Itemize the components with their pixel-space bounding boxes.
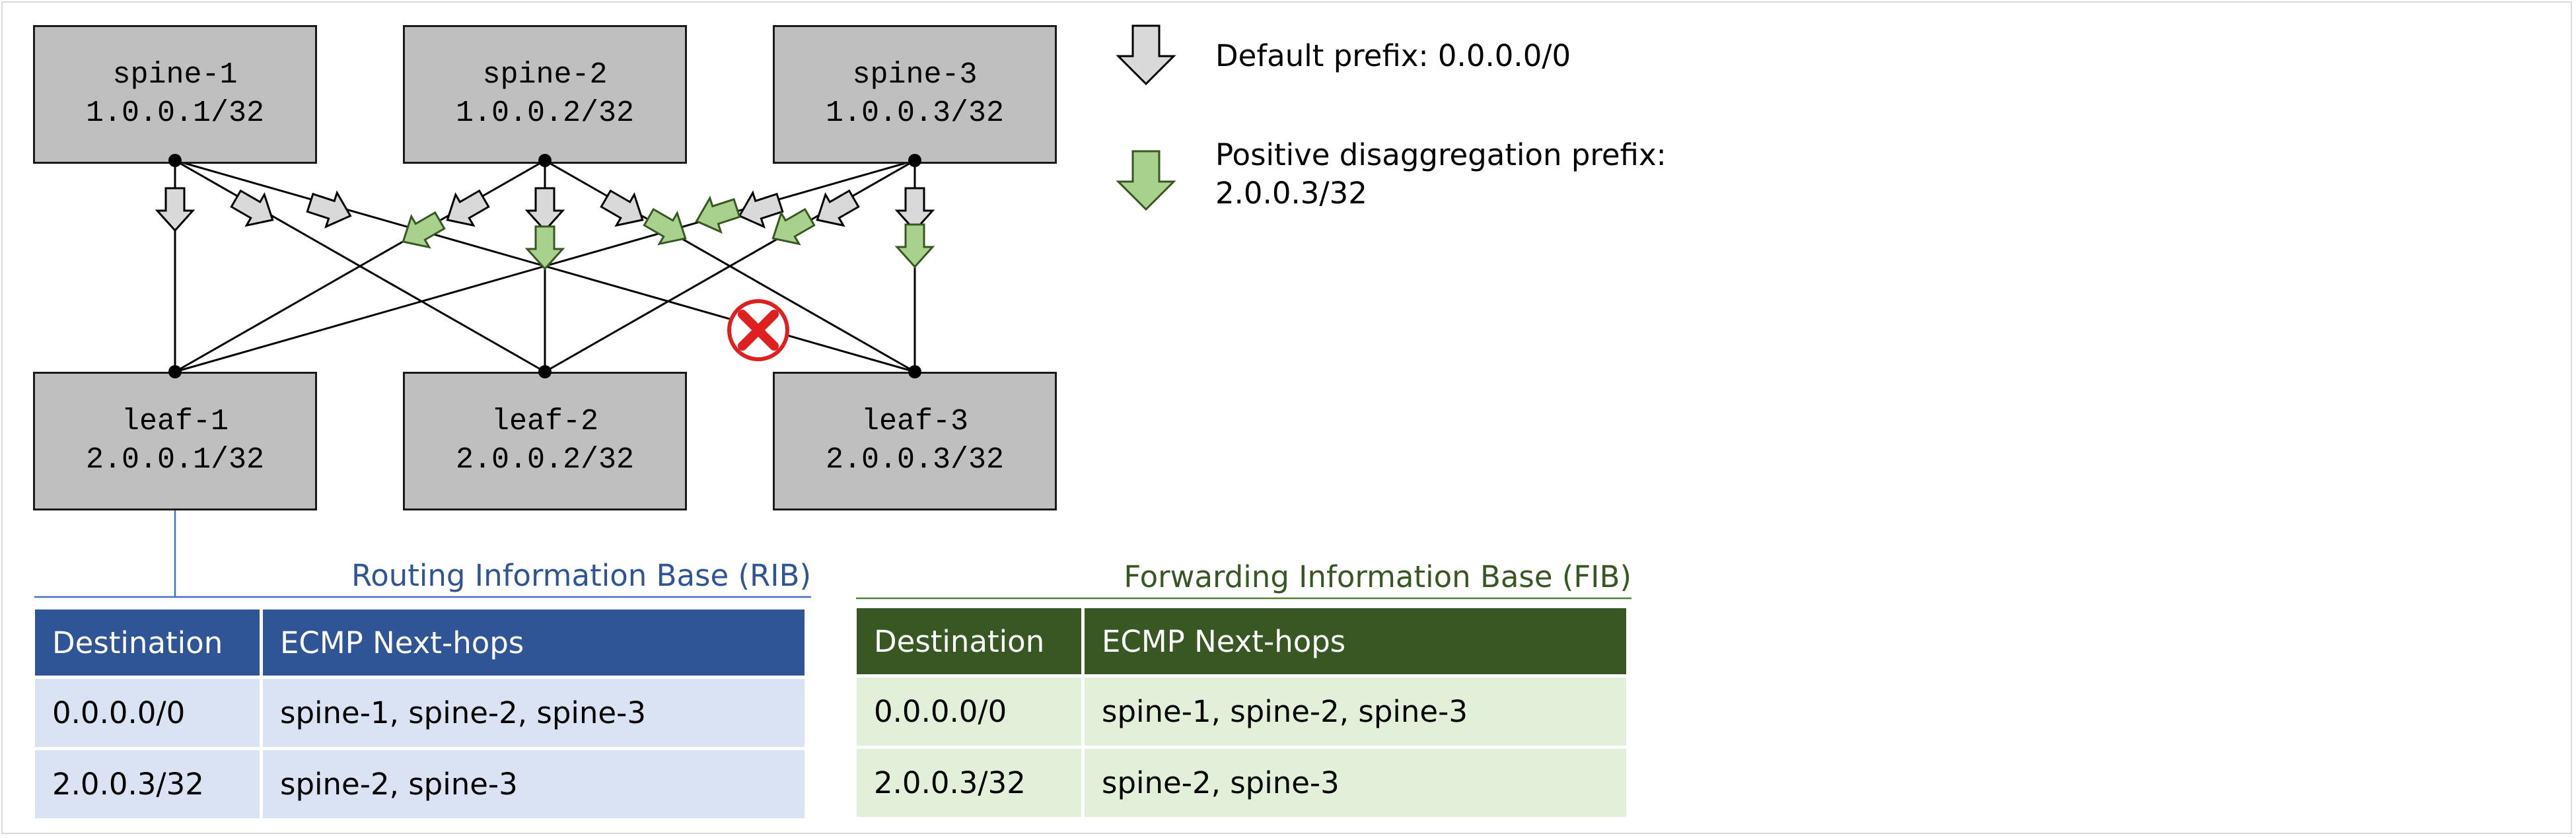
table-cell: 0.0.0.0/0 [35, 679, 260, 747]
leaf-1-node: leaf-1 2.0.0.1/32 [33, 372, 317, 510]
spine-1-node: spine-1 1.0.0.1/32 [33, 25, 317, 164]
table-header-row: Destination ECMP Next-hops [35, 610, 805, 676]
table-cell: spine-1, spine-2, spine-3 [1085, 678, 1626, 746]
table-header-row: Destination ECMP Next-hops [857, 608, 1626, 674]
table-row: 0.0.0.0/0 spine-1, spine-2, spine-3 [35, 679, 805, 747]
legend-positive-label: Positive disaggregation prefix: 2.0.0.3/… [1215, 136, 1666, 213]
legend-default-label: Default prefix: 0.0.0.0/0 [1215, 38, 1571, 73]
leaf-3-node: leaf-3 2.0.0.3/32 [773, 372, 1057, 510]
rib-table: Destination ECMP Next-hops 0.0.0.0/0 spi… [32, 606, 808, 821]
table-cell: spine-2, spine-3 [263, 750, 805, 818]
column-header: Destination [857, 608, 1081, 674]
fib-table: Destination ECMP Next-hops 0.0.0.0/0 spi… [853, 605, 1629, 820]
node-ip: 2.0.0.3/32 [825, 443, 1005, 477]
column-header: ECMP Next-hops [1085, 608, 1626, 674]
table-cell: spine-2, spine-3 [1085, 749, 1626, 817]
node-ip: 1.0.0.2/32 [455, 96, 635, 130]
node-name: spine-1 [112, 58, 238, 92]
column-header: ECMP Next-hops [263, 610, 805, 676]
legend-positive-line1: Positive disaggregation prefix: [1215, 137, 1666, 172]
link-failure-icon [727, 299, 789, 361]
table-cell: 0.0.0.0/0 [857, 678, 1081, 746]
legend-positive-line2: 2.0.0.3/32 [1215, 176, 1367, 211]
spine-3-node: spine-3 1.0.0.3/32 [773, 25, 1057, 164]
node-ip: 1.0.0.1/32 [85, 96, 265, 130]
node-name: leaf-2 [491, 405, 599, 438]
node-ip: 2.0.0.1/32 [85, 443, 265, 477]
fib-title: Forwarding Information Base (FIB) [1124, 559, 1631, 594]
table-cell: 2.0.0.3/32 [857, 749, 1081, 817]
table-row: 2.0.0.3/32 spine-2, spine-3 [35, 750, 805, 818]
node-name: leaf-3 [861, 405, 969, 438]
table-row: 2.0.0.3/32 spine-2, spine-3 [857, 749, 1626, 817]
column-header: Destination [35, 610, 260, 676]
node-name: leaf-1 [121, 405, 229, 438]
node-name: spine-3 [852, 58, 978, 92]
node-ip: 2.0.0.2/32 [455, 443, 635, 477]
table-cell: spine-1, spine-2, spine-3 [263, 679, 805, 747]
leaf-2-node: leaf-2 2.0.0.2/32 [403, 372, 687, 510]
node-name: spine-2 [482, 58, 608, 92]
spine-2-node: spine-2 1.0.0.2/32 [403, 25, 687, 164]
rib-title: Routing Information Base (RIB) [351, 558, 811, 593]
node-ip: 1.0.0.3/32 [825, 96, 1005, 130]
table-cell: 2.0.0.3/32 [35, 750, 260, 818]
table-row: 0.0.0.0/0 spine-1, spine-2, spine-3 [857, 678, 1626, 746]
